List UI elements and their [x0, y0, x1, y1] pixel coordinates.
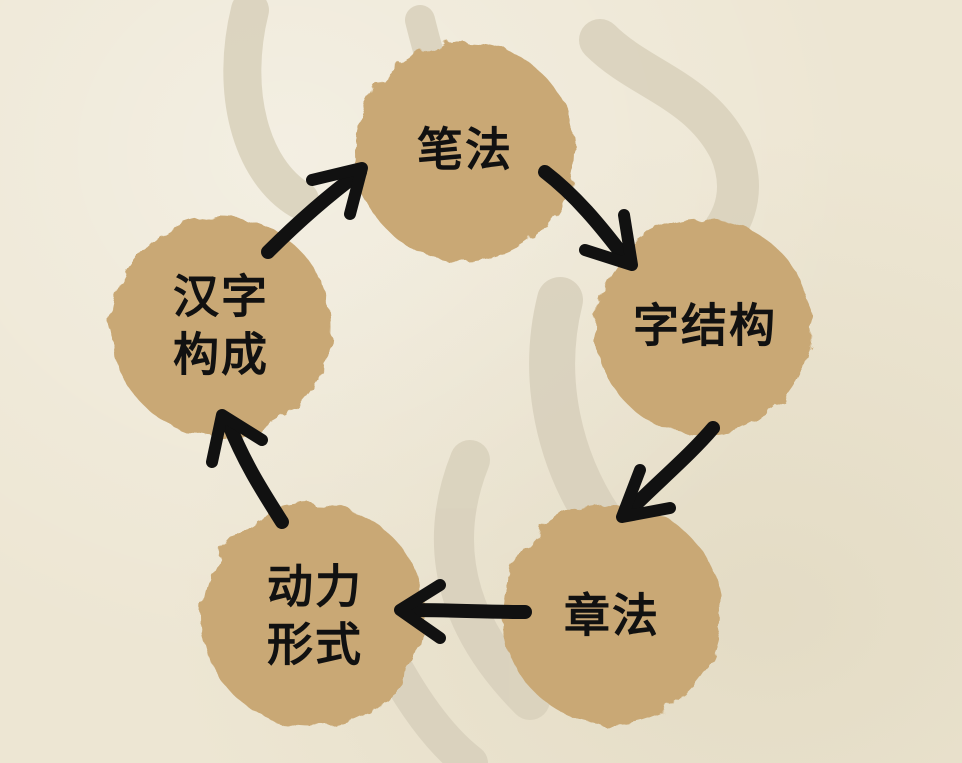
arrow-dongli-to-hanzi — [206, 409, 289, 529]
arrow-bifa-to-zijiegou — [538, 165, 638, 271]
node-zijiegou-circle — [595, 219, 811, 435]
node-zhangfa-label: 章法 — [564, 588, 660, 643]
node-zijiegou-label: 字结构 — [633, 298, 777, 353]
node-hanzi-label: 汉字 构成 — [173, 269, 269, 382]
node-dongli-label: 动力 形式 — [267, 559, 363, 672]
node-bifa-label: 笔法 — [417, 122, 513, 177]
node-dongli-circle — [201, 504, 425, 728]
arrow-zijiegou-to-zhangfa — [616, 421, 720, 523]
arrow-zhangfa-to-dongli — [394, 579, 532, 644]
arrow-hanzi-to-bifa — [261, 162, 368, 259]
node-zhangfa-circle — [502, 504, 722, 724]
node-hanzi-circle — [111, 217, 331, 437]
node-bifa-circle — [355, 42, 575, 262]
